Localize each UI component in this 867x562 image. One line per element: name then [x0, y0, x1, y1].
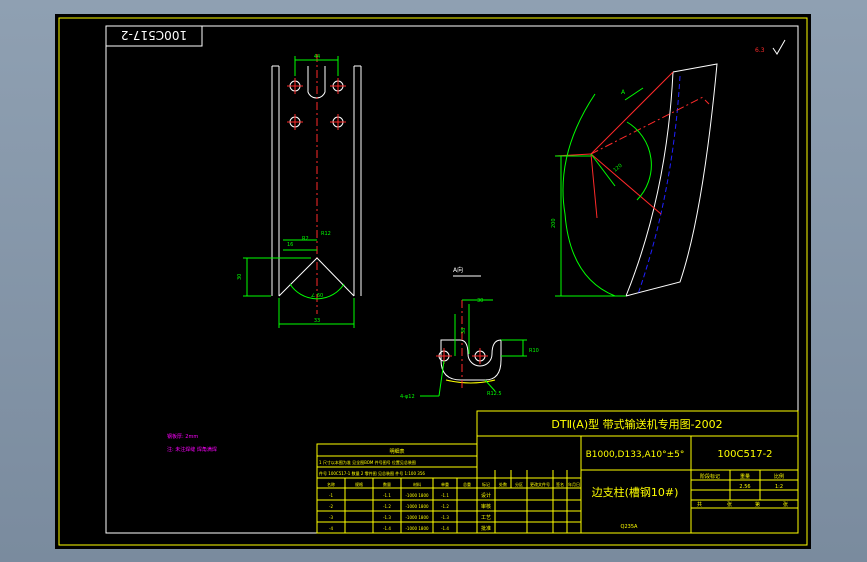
dim-angle: ∠ 60 [311, 293, 323, 299]
dim-side-radius: 120 [612, 163, 623, 174]
bom-cell: -1 [329, 493, 333, 498]
detail-view-a: A向 30 38 R10 4-φ12 R12.5 [400, 266, 539, 400]
series-title: DTⅡ(A)型 带式输送机专用图-2002 [551, 417, 722, 431]
standard-text: Q235A [621, 524, 638, 530]
dim-radius: R12.5 [487, 391, 502, 397]
role-review: 审核 [481, 503, 491, 510]
bom-cell: -3 [329, 515, 333, 520]
rev-h-5: 签名 [556, 481, 564, 487]
dim-side-height: 200 [551, 218, 557, 228]
drawing-number: 100C517-2 [717, 449, 772, 460]
view-arrow-label: A [621, 89, 626, 96]
outer-border [58, 17, 808, 546]
rev-h-2: 处数 [499, 481, 507, 487]
dim-small-2: R2 [302, 236, 309, 242]
bom-cell: -1.3 [383, 515, 391, 520]
bom-cell: -1000 1800 [405, 504, 429, 509]
bom-cell: -1.4 [383, 526, 391, 531]
bom-cells: -1 -1.1 -1000 1800 -1.1 -2 -1.2 -1000 18… [329, 493, 449, 531]
role-design: 设计 [481, 492, 491, 499]
cad-canvas: 100C517-2 44 30 [58, 17, 808, 546]
bom-title: 明细表 [389, 448, 404, 455]
sheet-label-4: 张 [783, 501, 788, 508]
bom-cell: -1.2 [383, 504, 391, 509]
bom-row-1: 1 尺寸以本图为准 见全图BOM 件号图号 位置见总装图 [319, 459, 416, 465]
note-line-2: 注: 未注焊缝 焊角满焊 [167, 446, 217, 453]
stage-h-2: 重量 [740, 473, 750, 480]
notes: 钢板厚: 2mm 注: 未注焊缝 焊角满焊 [167, 433, 217, 453]
bom-h-1: 名称 [327, 481, 335, 487]
side-view: 200 120 A [551, 63, 718, 297]
bom-cell: -1000 1800 [405, 515, 429, 520]
dim-small-3: R12 [321, 231, 331, 237]
bom-h-4: 材料 [413, 481, 421, 487]
rotated-drawing-number-box: 100C517-2 [105, 25, 203, 47]
sheet-label-2: 张 [727, 501, 732, 508]
bom-cell: -4 [329, 526, 333, 531]
bom-h-6: 总重 [463, 481, 471, 487]
bom-cell: -1000 1800 [405, 493, 429, 498]
stage-h-3: 比例 [774, 473, 784, 480]
dim-v-height: 30 [237, 274, 243, 280]
bom-cell: -1000 1800 [405, 526, 429, 531]
dim-detail-right: R10 [529, 348, 539, 354]
rev-h-4: 更改文件号 [530, 481, 550, 487]
drawing-sheet: 100C517-2 44 30 [55, 14, 811, 549]
bom-cell: -1.3 [441, 515, 449, 520]
bom-h-3: 数量 [383, 481, 391, 487]
role-process: 工艺 [481, 515, 491, 521]
title-block: DTⅡ(A)型 带式输送机专用图-2002 B1000,D133,A10°±5°… [476, 410, 799, 534]
bom-cell: -2 [329, 504, 333, 509]
note-line-1: 钢板厚: 2mm [167, 433, 198, 440]
dim-bottom: 33 [314, 318, 320, 324]
bom-cell: -1.1 [441, 493, 449, 498]
bom-table: 明细表 1 尺寸以本图为准 见全图BOM 件号图号 位置见总装图 件号 100C… [316, 443, 478, 534]
rev-h-1: 标记 [482, 481, 490, 487]
rev-h-6: 年月日 [568, 481, 580, 487]
bom-cell: -1.2 [441, 504, 449, 509]
role-approve: 批准 [481, 525, 491, 532]
bom-row-2: 件号 100C517-1 数量 2 零件图 见总装图 件号 1:100 356 [319, 470, 425, 476]
roughness-text: 6.3 [755, 47, 765, 54]
spec-text: B1000,D133,A10°±5° [586, 450, 685, 460]
rev-h-3: 分区 [515, 481, 523, 487]
dim-holes: 4-φ12 [400, 394, 415, 400]
dim-detail-top: 30 [477, 298, 483, 304]
bom-h-2: 规格 [355, 481, 363, 487]
dim-top: 44 [314, 54, 320, 60]
scale-value: 1:2 [775, 484, 783, 490]
detail-view-label: A向 [453, 266, 463, 274]
weight-value: 2.56 [739, 484, 750, 490]
bom-cell: -1.4 [441, 526, 449, 531]
dim-detail-height: 38 [461, 328, 467, 334]
bom-cell: -1.1 [383, 493, 391, 498]
dim-small-1: 16 [287, 242, 293, 248]
roughness-symbol: 6.3 [755, 39, 786, 55]
sheet-label-1: 共 [697, 501, 702, 508]
sheet-label-3: 第 [755, 501, 760, 508]
stage-h-1: 阶段标记 [700, 473, 720, 480]
rotated-drawing-number: 100C517-2 [121, 28, 187, 42]
front-view: 44 30 33 ∠ 60 16 R2 R12 [237, 54, 362, 328]
bom-h-5: 单重 [441, 481, 449, 487]
part-name: 边支柱(槽钢10#) [592, 485, 679, 499]
